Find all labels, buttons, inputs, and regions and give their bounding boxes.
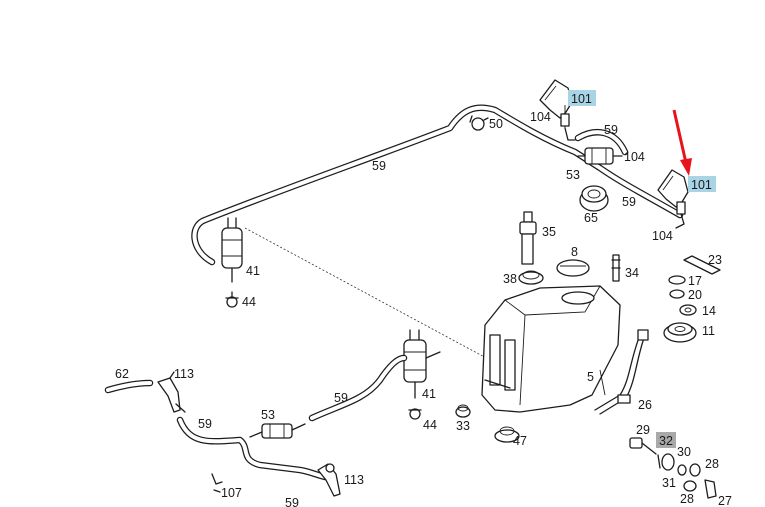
hose-59-lower-left: [176, 416, 334, 482]
label-17[interactable]: 17: [688, 274, 702, 288]
highlight-32: [656, 432, 676, 448]
label-32[interactable]: 32: [659, 434, 673, 448]
label-59-a[interactable]: 59: [604, 123, 618, 137]
washer-17: [668, 275, 686, 285]
grommet-11: [663, 322, 697, 343]
label-34[interactable]: 34: [625, 266, 639, 280]
hose-62: [104, 379, 154, 394]
clip-44-left: [225, 291, 239, 308]
label-28-b[interactable]: 28: [680, 492, 694, 506]
label-62[interactable]: 62: [115, 367, 129, 381]
seal-47: [494, 426, 520, 443]
label-53-b[interactable]: 53: [261, 408, 275, 422]
label-104-c[interactable]: 104: [652, 229, 673, 243]
nut-14: [679, 304, 697, 316]
label-59-e[interactable]: 59: [198, 417, 212, 431]
highlight-101-right: [688, 176, 716, 192]
washer-pump-41-lower: [403, 329, 441, 399]
label-65[interactable]: 65: [584, 211, 598, 225]
label-8[interactable]: 8: [571, 245, 578, 259]
cap-8: [556, 259, 590, 277]
label-59-c[interactable]: 59: [622, 195, 636, 209]
clip-107: [211, 473, 223, 493]
label-59-f[interactable]: 59: [285, 496, 299, 507]
label-101-upper[interactable]: 101: [571, 92, 592, 106]
washer-nozzle-101-right: [657, 169, 689, 229]
label-113-left[interactable]: 113: [174, 367, 194, 381]
label-50[interactable]: 50: [489, 117, 503, 131]
clip-44-lower: [408, 408, 422, 420]
label-113-lower[interactable]: 113: [344, 473, 364, 487]
label-59-d[interactable]: 59: [334, 391, 348, 405]
label-35[interactable]: 35: [542, 225, 556, 239]
label-33[interactable]: 33: [456, 419, 470, 433]
bolt-34: [611, 254, 621, 282]
grommet-33: [455, 404, 471, 418]
label-23[interactable]: 23: [708, 253, 722, 267]
nozzle-113-lower: [317, 463, 341, 497]
label-20[interactable]: 20: [688, 288, 702, 302]
label-41-lower[interactable]: 41: [422, 387, 436, 401]
hose-59-middle: [308, 354, 408, 422]
label-30[interactable]: 30: [677, 445, 691, 459]
label-5[interactable]: 5: [587, 370, 594, 384]
wiring-harness-26: [594, 329, 649, 415]
seal-38: [518, 270, 544, 285]
label-44-left[interactable]: 44: [242, 295, 256, 309]
red-arrow: [672, 109, 692, 176]
label-107[interactable]: 107: [221, 486, 242, 500]
strap-23: [683, 255, 721, 275]
nozzle-113-left: [157, 371, 186, 413]
clip-50: [469, 115, 489, 131]
check-valve-53-lower: [249, 423, 306, 439]
label-38[interactable]: 38: [503, 272, 517, 286]
ring-20: [669, 289, 685, 299]
label-26[interactable]: 26: [638, 398, 652, 412]
level-sensor-35: [519, 211, 537, 265]
label-28-a[interactable]: 28: [705, 457, 719, 471]
label-47[interactable]: 47: [513, 434, 527, 448]
parts-30-31: [657, 453, 687, 476]
check-valve-53-upper: [577, 147, 623, 165]
label-27[interactable]: 27: [718, 494, 732, 507]
washer-nozzle-101-left: [539, 79, 576, 141]
label-101-right[interactable]: 101: [691, 178, 712, 192]
reservoir-5: [481, 285, 621, 413]
label-104-a[interactable]: 104: [530, 110, 551, 124]
label-31[interactable]: 31: [662, 476, 676, 490]
highlight-101-upper: [568, 90, 596, 106]
hose-59-short: [574, 128, 629, 156]
label-29[interactable]: 29: [636, 423, 650, 437]
label-59-b[interactable]: 59: [372, 159, 386, 173]
label-44-lower[interactable]: 44: [423, 418, 437, 432]
washer-pump-41-left: [221, 217, 491, 361]
hose-59-upper: [191, 104, 684, 266]
screw-29: [629, 437, 657, 455]
parts-28-27: [683, 463, 717, 499]
label-14[interactable]: 14: [702, 304, 716, 318]
label-41-left[interactable]: 41: [246, 264, 260, 278]
label-104-b[interactable]: 104: [624, 150, 645, 164]
grommet-65: [579, 185, 609, 212]
label-53-a[interactable]: 53: [566, 168, 580, 182]
label-11[interactable]: 11: [702, 324, 715, 338]
